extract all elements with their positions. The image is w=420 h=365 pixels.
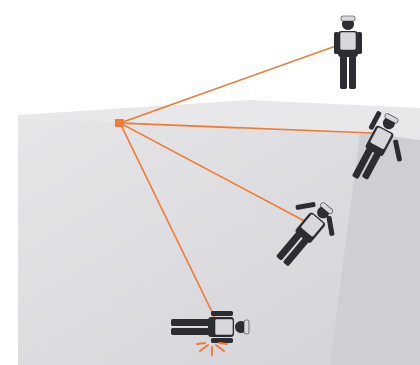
worker-helmet [320,202,334,215]
burst-ray [199,344,209,352]
worker-right-arm [211,338,233,343]
worker-left-leg [276,232,301,260]
worker-vest [339,31,357,51]
worker-left-leg [340,56,347,89]
cliff-front-face [18,118,420,365]
worker-helmet [340,15,356,22]
worker-vest [214,318,234,336]
worker-figure-icon [276,202,335,266]
worker-right-arm [393,139,402,162]
burst-ray [215,344,225,352]
worker-helmet [384,113,399,124]
worker-figure-icon [334,15,362,89]
impact-burst-icon [196,342,228,356]
cliff-right-slope [330,132,420,365]
worker-figure-icon [171,311,250,343]
worker-right-leg [283,238,308,266]
worker-right-leg [349,56,356,89]
radar-sensor-icon [115,119,124,127]
worker-left-arm [334,32,339,54]
beam-to-falling-worker-2 [119,122,313,226]
beam-to-falling-worker-3 [119,122,216,319]
worker-left-arm [295,202,316,210]
worker-vest [370,126,392,150]
beam-to-wall-1 [119,122,241,129]
worker-vest [300,213,324,237]
worker-right-leg [171,328,209,335]
burst-ray [196,342,206,345]
worker-right-leg [362,152,381,180]
worker-left-leg [171,319,209,326]
cliff-top-face [18,100,420,140]
worker-right-arm [326,215,335,236]
worker-left-leg [352,148,373,179]
burst-ray [218,342,228,345]
worker-helmet [243,319,250,335]
worker-right-arm [357,32,362,54]
worker-figure-icon [352,111,402,180]
laser-beams [119,41,373,319]
worker-left-arm [368,111,382,130]
worker-left-arm [211,311,233,316]
cliff-block [18,100,420,365]
beam-to-standing-worker [119,41,348,124]
